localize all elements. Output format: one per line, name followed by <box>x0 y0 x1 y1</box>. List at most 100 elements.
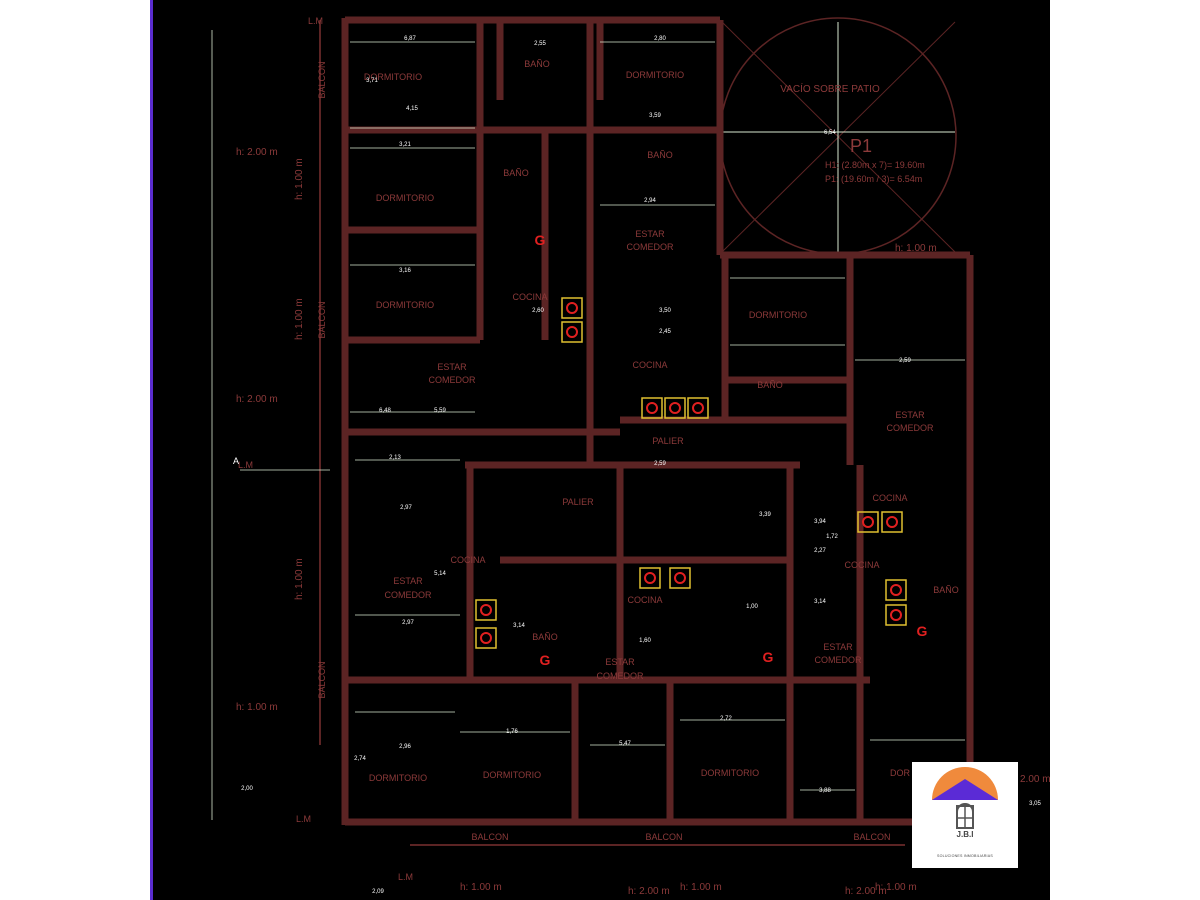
room-label: BALCON <box>317 301 327 338</box>
stove-fixture <box>669 567 691 589</box>
boiler-icon: G <box>540 652 551 668</box>
dimension-value: 3,71 <box>366 78 378 84</box>
stove-fixture <box>475 599 497 621</box>
dimension-value: 2,27 <box>814 548 826 554</box>
dimension-value: 4,15 <box>406 106 418 112</box>
room-label: COMEDOR <box>429 375 477 385</box>
height-label: h: 2.00 m <box>236 394 278 405</box>
dimension-value: 2,97 <box>400 505 412 511</box>
dimension-value: 1,60 <box>639 638 651 644</box>
dimension-value: 2,45 <box>659 329 671 335</box>
dimension-value: 5,14 <box>434 571 446 577</box>
room-label: COMEDOR <box>887 423 935 433</box>
room-label: BALCON <box>317 661 327 698</box>
height-label: h: 1.00 m <box>294 558 305 600</box>
dimension-value: 2,13 <box>389 455 401 461</box>
dimension-value: 3,39 <box>759 512 771 518</box>
burner-icon <box>566 326 578 338</box>
dimension-value: 3,21 <box>399 142 411 148</box>
jbi-logo: J.B.I SOLUCIONES INMOBILIARIAS <box>912 762 1018 868</box>
height-label: 2.00 m <box>1020 774 1050 785</box>
height-label: h: 1.00 m <box>236 702 278 713</box>
stove-fixture <box>561 321 583 343</box>
stove-fixture <box>639 567 661 589</box>
dimension-value: 2,96 <box>399 744 411 750</box>
stove-fixture <box>664 397 686 419</box>
dimension-value: 2,55 <box>534 41 546 47</box>
room-label: COMEDOR <box>385 590 433 600</box>
dimension-value: 2,72 <box>720 716 732 722</box>
dimension-value: 3,88 <box>819 788 831 794</box>
room-label: DORMITORIO <box>701 768 759 778</box>
dimension-value: 2,80 <box>654 36 666 42</box>
patio-p1: P1: (19.60m / 3)= 6.54m <box>825 174 922 184</box>
dimension-value: 3,94 <box>814 519 826 525</box>
marker-label: L.M <box>308 16 323 26</box>
boiler-icon: G <box>763 649 774 665</box>
room-label: COMEDOR <box>597 671 645 681</box>
dimension-value: 3,16 <box>399 268 411 274</box>
room-label: DORMITORIO <box>376 300 434 310</box>
patio-h1: H1: (2.80m x 7)= 19.60m <box>825 160 925 170</box>
burner-icon <box>669 402 681 414</box>
dimension-value: 2,94 <box>644 198 656 204</box>
room-label: BAÑO <box>647 150 673 160</box>
dimension-value: 2,59 <box>899 358 911 364</box>
room-label: DORMITORIO <box>364 72 422 82</box>
stove-fixture <box>475 627 497 649</box>
dimension-value: 6,87 <box>404 36 416 42</box>
room-label: COMEDOR <box>627 242 675 252</box>
dimension-value: 3,14 <box>513 623 525 629</box>
dimension-value: 5,47 <box>619 741 631 747</box>
dimension-value: 2,60 <box>532 308 544 314</box>
dimension-value: 6,48 <box>379 408 391 414</box>
height-label: h: 2.00 m <box>628 886 670 897</box>
height-label: h: 2.00 m <box>236 147 278 158</box>
room-label: COCINA <box>512 292 547 302</box>
room-label: COCINA <box>872 493 907 503</box>
burner-icon <box>692 402 704 414</box>
burner-icon <box>886 516 898 528</box>
room-label: DOR <box>890 768 911 778</box>
boiler-icon: G <box>535 232 546 248</box>
room-label: PALIER <box>652 436 684 446</box>
dimension-value: 1,00 <box>746 604 758 610</box>
room-label: COCINA <box>450 555 485 565</box>
room-label: DORMITORIO <box>369 773 427 783</box>
room-label: DORMITORIO <box>483 770 541 780</box>
room-label: ESTAR <box>393 576 423 586</box>
room-label: ESTAR <box>437 362 467 372</box>
room-label: ESTAR <box>605 657 635 667</box>
room-label: PALIER <box>562 497 594 507</box>
boiler-icon: G <box>917 623 928 639</box>
patio-diameter: 6,54 <box>824 130 836 136</box>
room-label: COCINA <box>844 560 879 570</box>
dimension-value: 5,59 <box>434 408 446 414</box>
dimension-value: 2,97 <box>402 620 414 626</box>
room-label: DORMITORIO <box>626 70 684 80</box>
room-label: BALCON <box>317 61 327 98</box>
room-label: ESTAR <box>895 410 925 420</box>
burner-icon <box>674 572 686 584</box>
marker-label: L.M <box>238 460 253 470</box>
room-label: BAÑO <box>933 585 959 595</box>
marker-label: L.M <box>398 872 413 882</box>
stove-fixture <box>881 511 903 533</box>
room-label: ESTAR <box>823 642 853 652</box>
height-label: h: 1.00 m <box>680 882 722 893</box>
room-label: BALCON <box>853 832 890 842</box>
burner-icon <box>566 302 578 314</box>
room-label: COCINA <box>627 595 662 605</box>
stove-fixture <box>561 297 583 319</box>
dimension-value: 1,72 <box>826 534 838 540</box>
height-label: h: 1.00 m <box>895 243 937 254</box>
burner-icon <box>646 402 658 414</box>
height-label: h: 1.00 m <box>294 298 305 340</box>
stove-fixture <box>885 604 907 626</box>
room-label: BALCON <box>471 832 508 842</box>
dimension-value: 3,50 <box>659 308 671 314</box>
burner-icon <box>644 572 656 584</box>
room-label: BAÑO <box>757 380 783 390</box>
